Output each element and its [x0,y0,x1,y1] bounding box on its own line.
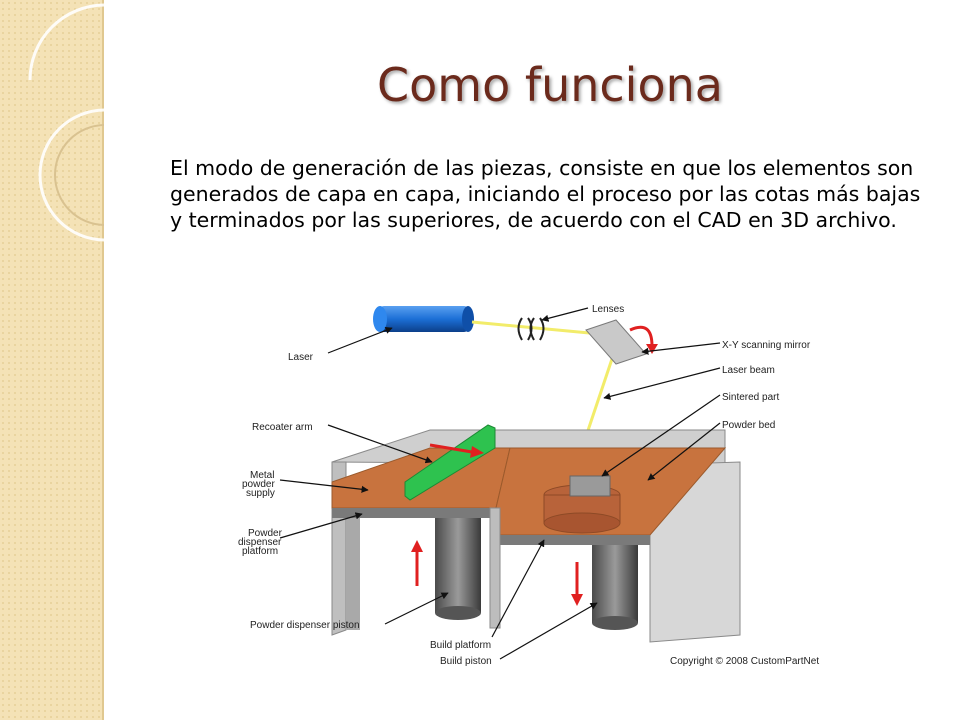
chamber-divider [489,507,501,629]
sintered-part [543,475,621,534]
powder-piston-base [435,606,481,620]
label-build-platform: Build platform [430,640,491,651]
recoater-arrowhead-icon [470,446,484,458]
build-piston [592,545,638,623]
recoater-direction-arrow [429,443,473,454]
label-recoater-arm: Recoater arm [252,422,313,433]
label-metal-powder-supply: Metal powder supply [242,470,278,499]
sls-process-diagram: Lenses Laser X-Y scanning mirror Laser b… [238,304,819,667]
powder-dispenser-piston [435,518,481,613]
slide-title: Como funciona [377,58,723,112]
label-laser: Laser [288,352,314,363]
label-powder-bed: Powder bed [722,420,775,431]
label-laser-beam: Laser beam [722,365,775,376]
left-chamber-wall [346,515,360,630]
supply-front-face [332,508,496,518]
label-build-piston: Build piston [440,656,492,667]
label-lenses: Lenses [592,304,624,315]
mirror-rotation-arrowhead-icon [646,344,658,354]
diagram-copyright: Copyright © 2008 CustomPartNet [670,656,819,667]
lenses-icon [517,317,545,341]
leader-lines [279,307,721,660]
laser-beam-path [471,320,601,336]
laser-unit [373,306,474,332]
label-powder-dispenser-piston: Powder dispenser piston [250,620,360,631]
label-xy-mirror: X-Y scanning mirror [722,340,811,351]
down-arrow-icon [571,562,583,606]
recoater-arm [404,424,496,501]
decorative-sidebar [0,0,104,720]
build-piston-base [592,616,638,630]
bed-front-face [496,535,650,545]
label-sintered-part: Sintered part [722,392,779,403]
label-powder-dispenser-platform: Powder dispenser platform [238,528,285,557]
up-arrow-icon [411,540,423,586]
mirror-rotation-arrow-icon [629,325,654,347]
slide-body-text: El modo de generación de las piezas, con… [170,156,921,232]
